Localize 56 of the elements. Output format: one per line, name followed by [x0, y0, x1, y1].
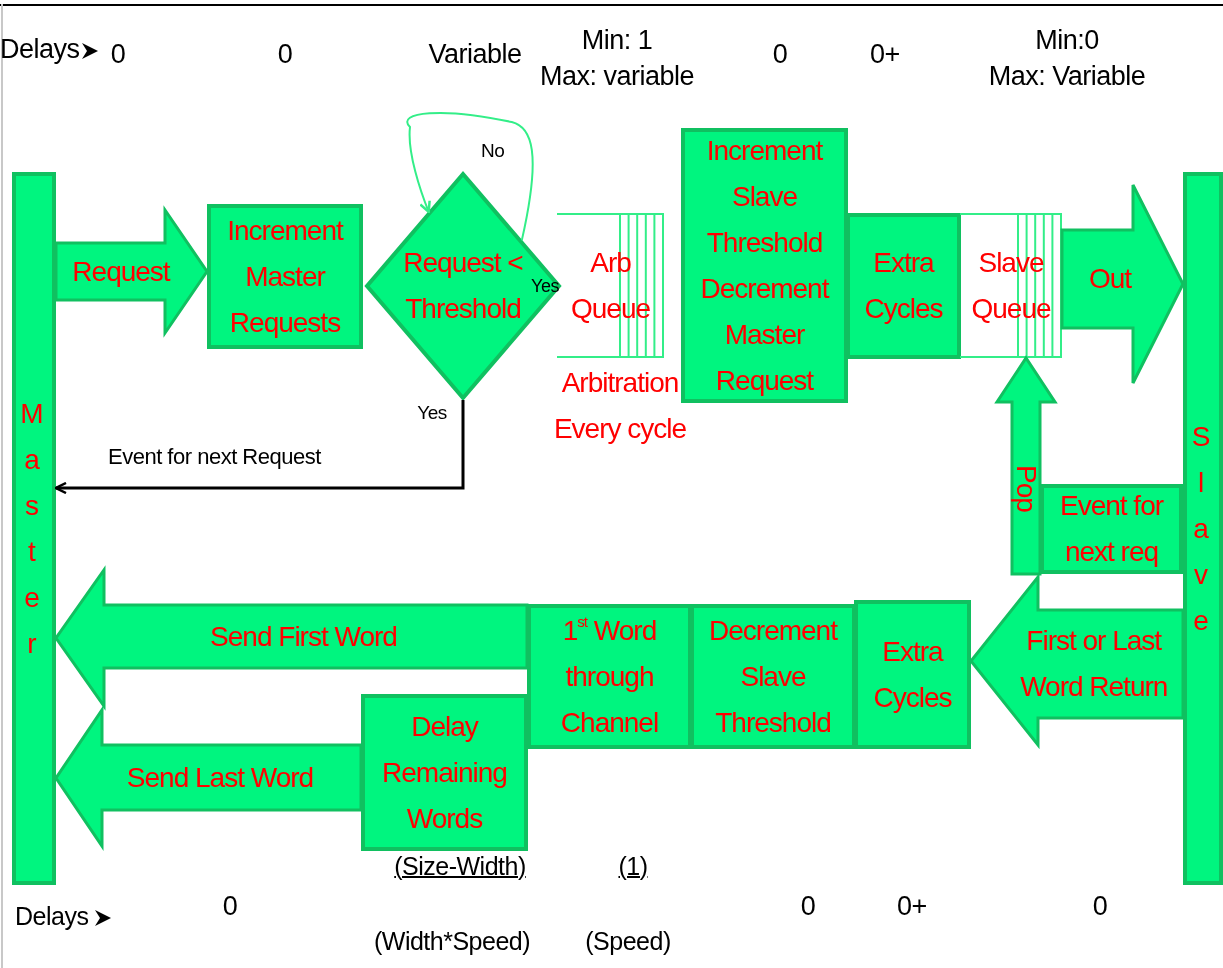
process-box	[1040, 484, 1183, 574]
slave-bar	[1183, 172, 1223, 885]
delay-value: 0	[772, 38, 788, 70]
block-arrow	[1060, 183, 1185, 385]
delay-value: 0+	[870, 38, 900, 70]
decision-diamond	[365, 172, 561, 400]
delay-value: (Width*Speed)	[373, 926, 531, 957]
delay-value: (1)	[618, 851, 648, 882]
node-label: Decrement Slave Threshold	[708, 613, 839, 740]
node-label: Event for next req	[1058, 489, 1165, 569]
block-arrow	[994, 355, 1058, 576]
delay-value: (Size-Width)	[394, 851, 526, 882]
arrow-label: Out	[1088, 262, 1132, 296]
process-box	[207, 204, 363, 349]
delay-value: Yes	[417, 401, 447, 425]
master-bar	[12, 172, 56, 885]
delay-value: Variable	[428, 38, 522, 70]
block-arrow	[969, 572, 1185, 750]
node-label: Request < Threshold	[403, 247, 523, 324]
delay-value: 0+	[897, 890, 927, 922]
arrow-label: Request	[72, 254, 170, 289]
delay-value: Yes	[531, 275, 559, 298]
process-box	[681, 128, 848, 403]
process-box	[846, 213, 961, 359]
node-label: Delay Remaining Words	[381, 709, 508, 836]
node-label: Master	[20, 396, 48, 661]
node-label: 1$^{st}$ Word through Channel	[559, 611, 660, 740]
loop-arrow	[406, 111, 534, 242]
arrow-label: First or Last Word Return	[1019, 624, 1169, 704]
delay-value: 0	[277, 38, 293, 70]
arrow-label: Send Last Word	[126, 760, 314, 795]
delay-value: 0	[800, 890, 816, 922]
node-label: Extra Cycles	[872, 634, 953, 715]
block-arrow	[54, 705, 363, 851]
delay-value: (Speed)	[585, 926, 671, 957]
arrow-label: Send First Word	[210, 619, 397, 654]
row-heading: Delays	[15, 901, 89, 932]
node-label: Increment Master Requests	[226, 213, 345, 340]
delay-value: Min: 1 Max: variable	[539, 24, 695, 93]
node-label: Slave	[1191, 419, 1215, 638]
delay-value: 0	[1092, 890, 1108, 922]
process-box	[361, 694, 528, 851]
process-box	[527, 604, 692, 749]
process-box	[690, 604, 856, 749]
node-caption: Arbitration Every cycle	[552, 366, 688, 446]
arrow-label: Pop	[1010, 464, 1043, 512]
delay-value: 0	[222, 890, 238, 922]
node-label: Extra Cycles	[863, 246, 944, 326]
delay-value: Min:0 Max: Variable	[988, 24, 1146, 93]
block-arrow	[54, 205, 209, 338]
delay-value: 0	[110, 38, 126, 70]
connector-arrow	[54, 400, 465, 495]
process-box	[854, 600, 971, 749]
block-arrow	[54, 565, 529, 711]
row-heading: Delays	[0, 33, 80, 65]
node-label: Increment Slave Threshold Decrement Master Request	[699, 133, 830, 398]
